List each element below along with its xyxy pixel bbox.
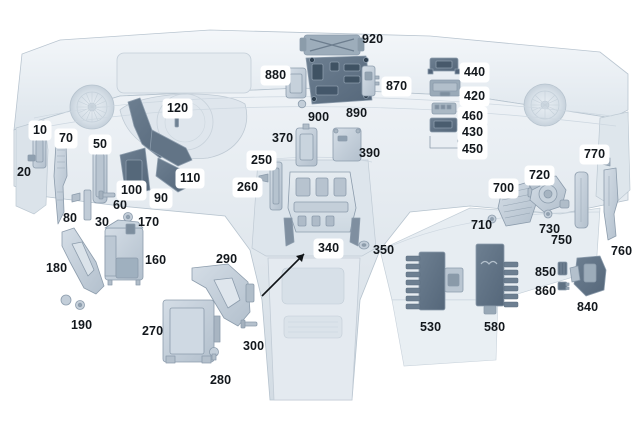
part-170 (123, 212, 133, 222)
callout-label-370: 370 (272, 131, 294, 145)
part-730 (543, 209, 553, 219)
part-900 (297, 99, 307, 109)
callout-label-160: 160 (145, 253, 167, 267)
part-260 (258, 173, 269, 183)
callout-label-110: 110 (177, 170, 204, 187)
part-440 (427, 57, 461, 75)
callout-label-120: 120 (164, 100, 192, 117)
part-300 (240, 319, 258, 329)
callout-label-870: 870 (383, 78, 411, 95)
part-530 (405, 251, 464, 311)
part-60 (98, 190, 116, 200)
part-750 (574, 171, 589, 229)
part-450 (429, 136, 459, 149)
callout-label-750: 750 (551, 233, 573, 247)
part-180 (60, 227, 105, 306)
callout-label-340: 340 (315, 240, 343, 257)
callout-label-900: 900 (308, 110, 330, 124)
part-90 (127, 97, 193, 167)
part-270 (162, 299, 221, 364)
parts-group (27, 34, 619, 364)
part-30 (83, 189, 92, 221)
callout-label-840: 840 (577, 300, 599, 314)
callout-label-440: 440 (461, 64, 489, 81)
callout-label-20: 20 (17, 165, 32, 179)
part-710 (487, 214, 497, 224)
callout-label-720: 720 (526, 167, 554, 184)
callout-label-850: 850 (535, 265, 557, 279)
callout-label-390: 390 (359, 146, 381, 160)
callout-label-420: 420 (461, 88, 489, 105)
callout-label-860: 860 (535, 284, 557, 298)
callout-label-180: 180 (46, 261, 68, 275)
callout-label-530: 530 (420, 320, 442, 334)
part-850 (557, 261, 568, 276)
callout-label-270: 270 (142, 324, 164, 338)
callout-label-90: 90 (151, 190, 172, 207)
left-air-vent (69, 84, 115, 130)
part-50 (92, 147, 108, 204)
callout-label-10: 10 (30, 122, 51, 139)
part-760 (603, 167, 619, 241)
right-air-vent (523, 83, 567, 127)
callout-label-880: 880 (262, 67, 290, 84)
part-280 (209, 347, 219, 361)
part-70 (53, 142, 68, 225)
part-250 (269, 161, 283, 211)
part-290 (191, 263, 255, 327)
part-80 (71, 192, 81, 203)
callout-label-100: 100 (118, 182, 146, 199)
callout-label-170: 170 (138, 215, 160, 229)
callout-label-30: 30 (95, 215, 110, 229)
part-920 (299, 34, 365, 56)
part-10 (32, 134, 47, 169)
callout-label-700: 700 (490, 180, 518, 197)
part-880 (285, 67, 307, 99)
callout-label-280: 280 (210, 373, 232, 387)
callout-label-760: 760 (611, 244, 633, 258)
part-840 (569, 255, 607, 297)
part-370 (295, 123, 318, 167)
callout-label-70: 70 (56, 130, 77, 147)
part-860 (557, 281, 570, 291)
callout-label-260: 260 (234, 179, 262, 196)
callout-label-50: 50 (90, 136, 111, 153)
part-460 (431, 102, 457, 115)
part-160 (104, 219, 144, 286)
callout-label-190: 190 (71, 318, 93, 332)
callout-label-300: 300 (243, 339, 265, 353)
callout-label-920: 920 (362, 32, 384, 46)
part-350 (358, 240, 370, 250)
part-390 (332, 127, 362, 162)
part-870 (361, 65, 380, 97)
callout-label-710: 710 (471, 218, 493, 232)
callout-label-580: 580 (484, 320, 506, 334)
callout-label-890: 890 (346, 106, 368, 120)
callout-leader-340 (261, 253, 305, 297)
callout-label-350: 350 (373, 243, 395, 257)
callout-label-290: 290 (216, 252, 238, 266)
part-580 (475, 243, 519, 315)
part-890 (305, 55, 373, 105)
callout-label-770: 770 (581, 146, 609, 163)
callout-label-450: 450 (459, 141, 487, 158)
part-340 (283, 171, 361, 247)
part-420 (429, 79, 461, 97)
callout-label-460: 460 (459, 108, 487, 125)
callout-label-250: 250 (248, 152, 276, 169)
callout-label-60: 60 (113, 198, 128, 212)
callout-label-80: 80 (63, 211, 78, 225)
callout-label-730: 730 (539, 222, 561, 236)
part-430 (429, 117, 458, 133)
callout-label-430: 430 (459, 124, 487, 141)
part-190 (75, 300, 85, 310)
part-20 (27, 154, 36, 162)
part-720 (527, 175, 570, 213)
